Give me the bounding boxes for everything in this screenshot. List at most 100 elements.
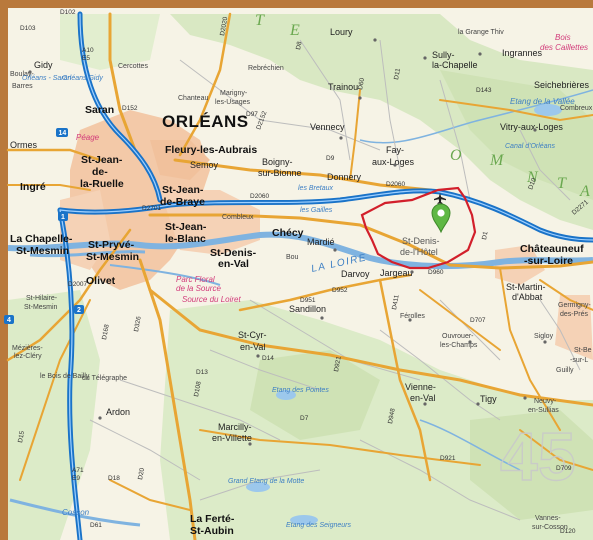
svg-text:Mézières-: Mézières- [12,345,43,352]
svg-text:Bois: Bois [555,33,571,42]
svg-text:D921: D921 [440,455,456,462]
svg-text:St-Mesmin: St-Mesmin [86,251,139,263]
tourist-labels: Parc Floral de la Source Source du Loire… [76,33,588,304]
svg-text:T: T [557,175,567,192]
svg-text:D103: D103 [20,25,36,32]
svg-text:E9: E9 [72,475,80,482]
svg-text:Vitry-aux-Loges: Vitry-aux-Loges [500,122,563,132]
location-pin-icon[interactable] [431,203,451,234]
svg-text:Saran: Saran [85,104,114,116]
svg-text:sur-Bionne: sur-Bionne [258,168,302,178]
svg-text:D8: D8 [295,41,303,51]
svg-text:4: 4 [7,317,11,324]
svg-text:Chanteau: Chanteau [178,95,208,102]
svg-text:St-Denis-: St-Denis- [210,247,257,259]
svg-text:N: N [526,169,539,186]
svg-text:le Bois de Bailly: le Bois de Bailly [40,373,90,380]
svg-text:A: A [579,183,590,200]
svg-text:D152: D152 [122,105,138,112]
svg-text:Loury: Loury [330,27,353,37]
svg-text:D921: D921 [333,355,343,372]
svg-text:D948: D948 [387,407,397,424]
svg-text:Orléans Gidy: Orléans Gidy [62,75,103,82]
svg-text:St-Jean-: St-Jean- [162,184,204,196]
svg-text:St-Cyr-: St-Cyr- [238,330,267,340]
svg-text:St-Hilaire-: St-Hilaire- [26,295,58,302]
svg-text:A10: A10 [82,47,94,54]
svg-text:D1: D1 [481,231,489,241]
svg-text:de-Braye: de-Braye [160,196,205,208]
svg-text:des-Prés: des-Prés [560,311,589,318]
village-labels: Vennecy Trainou Loury Gidy Ormes Semoy B… [10,27,590,443]
lakes [246,104,562,525]
svg-text:Marcilly-: Marcilly- [218,422,252,432]
svg-text:D143: D143 [476,87,492,94]
hamlet-labels: Cercottes Rebréchien Chanteau Marigny- l… [10,29,593,531]
svg-text:Boulay-: Boulay- [10,71,34,78]
svg-text:D2020: D2020 [219,16,229,36]
svg-text:D11: D11 [393,67,402,80]
svg-text:Cercottes: Cercottes [118,63,148,70]
svg-text:Châteauneuf: Châteauneuf [520,243,584,255]
svg-text:D951: D951 [300,297,316,304]
svg-text:Rebréchien: Rebréchien [248,65,284,72]
svg-text:de la Source: de la Source [176,284,221,293]
svg-text:E: E [289,22,300,39]
motorways [57,11,593,540]
svg-text:en-Villette: en-Villette [212,433,252,443]
svg-text:A71: A71 [72,467,84,474]
svg-text:Tigy: Tigy [480,394,497,404]
svg-text:D9: D9 [326,155,335,162]
svg-text:lez-Cléry: lez-Cléry [14,353,42,360]
svg-text:D120: D120 [560,528,576,535]
svg-text:Source du Loiret: Source du Loiret [182,295,241,304]
svg-text:D108: D108 [193,380,203,397]
svg-text:la-Chapelle: la-Chapelle [432,60,478,70]
svg-text:les-Champs: les-Champs [440,342,478,349]
svg-text:les Gailles: les Gailles [300,207,333,214]
svg-text:D2701: D2701 [142,205,162,212]
svg-text:Ingré: Ingré [20,181,46,193]
junction-markers: 14 1 2 4 [4,128,84,324]
forest-letters: T E O M N T A [255,12,590,200]
svg-text:St-Jean-: St-Jean- [81,154,123,166]
svg-text:D10: D10 [527,177,538,191]
svg-text:Orléans - Saran: Orléans - Saran [22,75,72,82]
svg-text:de-: de- [92,166,108,178]
svg-text:D20: D20 [137,467,146,480]
svg-text:Seichebrières: Seichebrières [534,80,590,90]
svg-text:D61: D61 [90,522,102,529]
svg-text:Vienne-: Vienne- [405,382,436,392]
svg-text:Etang des Pointes: Etang des Pointes [272,387,329,394]
svg-text:D15: D15 [17,430,26,443]
svg-text:D14: D14 [262,355,274,362]
svg-text:D13: D13 [196,369,208,376]
svg-text:Boigny-: Boigny- [262,157,293,167]
svg-text:Marigny-: Marigny- [220,90,248,97]
svg-text:M: M [489,152,505,169]
svg-text:D960: D960 [428,269,444,276]
svg-text:Etang des Seigneurs: Etang des Seigneurs [286,522,351,529]
svg-text:St-Jean-: St-Jean- [165,221,207,233]
svg-text:Jargeau: Jargeau [380,268,413,278]
svg-text:Semoy: Semoy [190,160,219,170]
svg-text:Canal d'Orléans: Canal d'Orléans [505,143,555,150]
svg-text:Fleury-les-Aubrais: Fleury-les-Aubrais [165,144,257,156]
svg-text:-sur-Loire: -sur-Loire [524,255,573,267]
svg-text:Olivet: Olivet [86,275,116,287]
svg-text:Combleux: Combleux [222,214,254,221]
svg-text:2: 2 [77,307,81,314]
svg-text:O: O [450,147,462,164]
svg-text:Trainou: Trainou [328,82,358,92]
commune-boundary-st-denis-de-l-hotel[interactable] [360,186,477,270]
svg-text:la-Ruelle: la-Ruelle [80,178,124,190]
svg-text:Chécy: Chécy [272,227,304,239]
svg-text:d'Abbat: d'Abbat [512,292,543,302]
svg-text:Ardon: Ardon [106,407,130,417]
svg-text:des Caillettes: des Caillettes [540,43,588,52]
svg-text:1: 1 [61,214,65,221]
svg-text:St-Denis-: St-Denis- [402,236,440,246]
town-labels: Saran Fleury-les-Aubrais St-Jean- de- la… [10,104,584,537]
svg-text:D952: D952 [332,287,348,294]
